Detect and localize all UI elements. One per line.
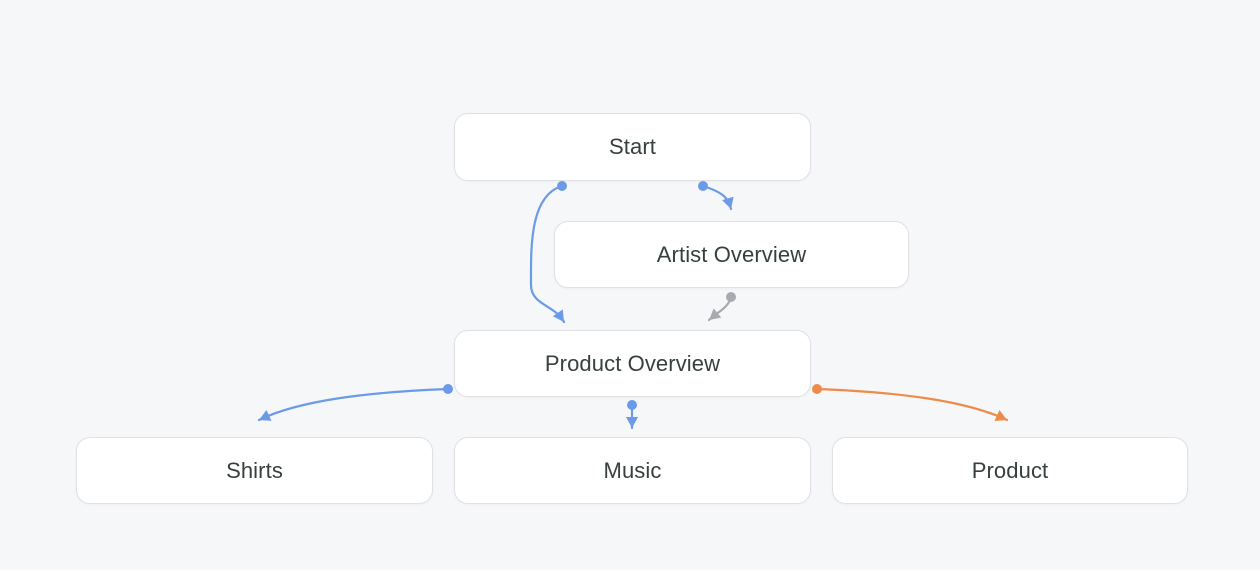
- edge-source-dot: [698, 181, 708, 191]
- edge-source-dot: [812, 384, 822, 394]
- node-label-shirts: Shirts: [226, 457, 283, 483]
- edge-artist-overview-to-product-overview: [707, 292, 736, 322]
- node-start[interactable]: Start: [454, 113, 811, 181]
- edge-product-overview-to-product: [812, 384, 1009, 422]
- edge-line: [815, 387, 1009, 422]
- node-product[interactable]: Product: [832, 437, 1188, 504]
- edge-source-dot: [443, 384, 453, 394]
- edge-source-dot: [726, 292, 736, 302]
- edge-product-overview-to-music: [626, 400, 638, 430]
- edge-line: [701, 184, 733, 211]
- edge-product-overview-to-shirts: [257, 384, 453, 422]
- edge-source-dot: [627, 400, 637, 410]
- node-label-product-overview: Product Overview: [544, 350, 721, 376]
- node-artist-overview[interactable]: Artist Overview: [554, 221, 909, 288]
- edge-line: [707, 295, 733, 322]
- edge-arrowhead: [259, 409, 272, 421]
- edge-source-dot: [557, 181, 567, 191]
- edge-start-to-artist-overview: [698, 181, 734, 211]
- node-shirts[interactable]: Shirts: [76, 437, 433, 504]
- edge-arrowhead: [709, 308, 722, 320]
- edge-arrowhead: [722, 196, 734, 209]
- edge-arrowhead: [626, 417, 638, 428]
- edge-arrowhead: [552, 309, 564, 322]
- node-label-product: Product: [971, 457, 1049, 483]
- edge-arrowhead: [994, 410, 1007, 421]
- edge-line: [257, 387, 450, 422]
- node-product-overview[interactable]: Product Overview: [454, 330, 811, 397]
- node-label-music: Music: [603, 457, 662, 483]
- node-label-artist-overview: Artist Overview: [656, 241, 807, 267]
- node-music[interactable]: Music: [454, 437, 811, 504]
- node-label-start: Start: [609, 134, 656, 159]
